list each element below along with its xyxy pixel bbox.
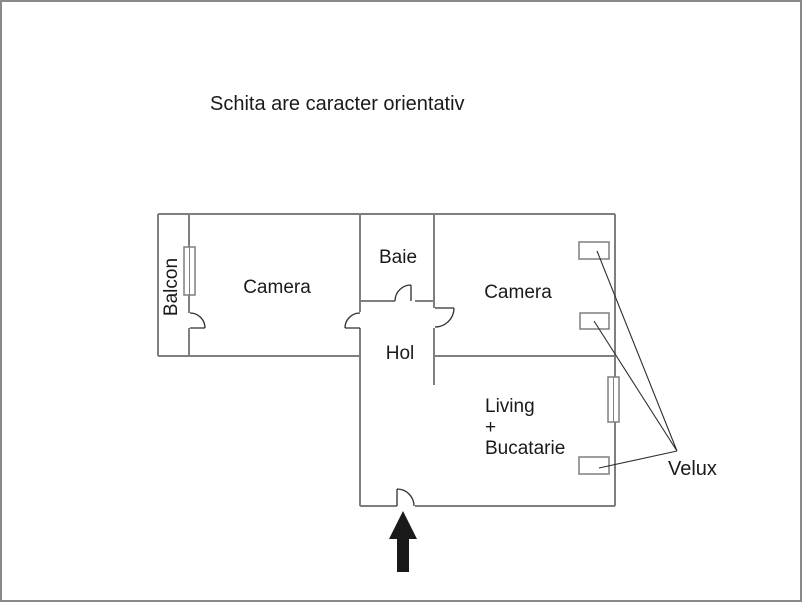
balcon-door: [189, 312, 206, 329]
living-label-line-3: Bucatarie: [485, 438, 566, 459]
velux-annotation-label: Velux: [668, 458, 717, 480]
camera-left-door: [344, 312, 361, 329]
velux-pointer-lines: [593, 250, 678, 469]
room-label-balcon: Balcon: [161, 257, 182, 317]
room-label-camera-left: Camera: [243, 277, 311, 298]
entrance-arrow-icon: [389, 511, 417, 572]
camera-right-door: [434, 307, 455, 328]
balcon-window: [183, 246, 196, 296]
baie-door: [394, 284, 412, 302]
velux-window-3: [578, 456, 610, 475]
entrance-door: [396, 488, 415, 507]
living-label-line-2: +: [485, 417, 497, 438]
room-label-baie: Baie: [378, 247, 418, 268]
living-window: [607, 376, 620, 423]
living-label-line-1: Living: [485, 396, 535, 417]
room-label-living-bucatarie: Living + Bucatarie: [485, 396, 565, 459]
plan-disclaimer-title: Schita are caracter orientativ: [210, 93, 465, 115]
room-label-hol: Hol: [385, 343, 415, 364]
velux-window-1: [578, 241, 610, 260]
room-label-camera-right: Camera: [484, 282, 552, 303]
